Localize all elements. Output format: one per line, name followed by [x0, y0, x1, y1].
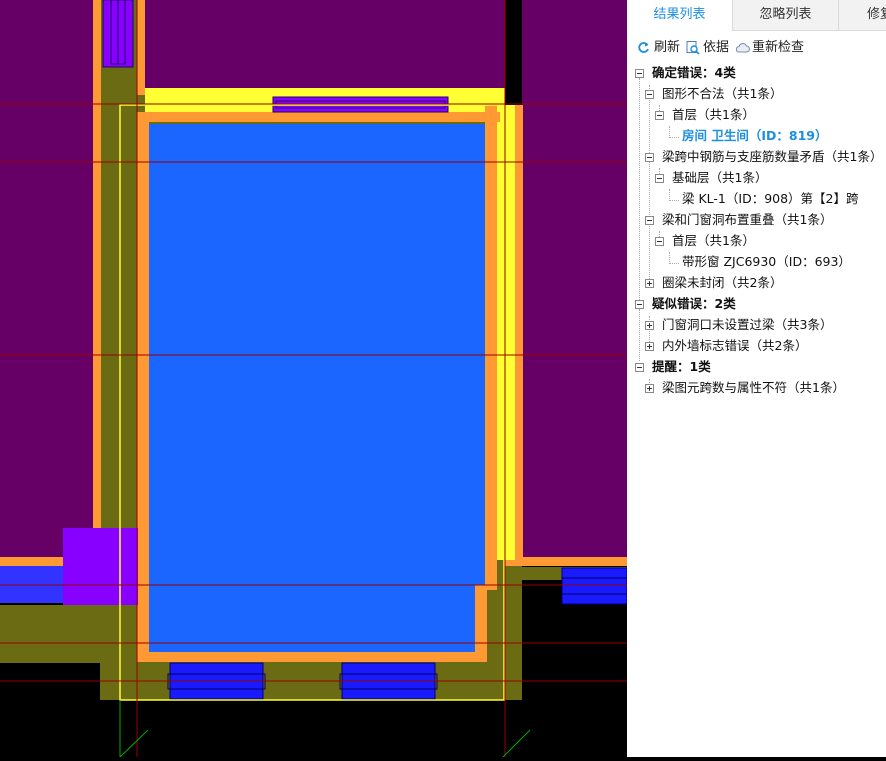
- refresh-icon: [638, 42, 649, 53]
- tree-node-c1[interactable]: 图形不合法（共1条）: [662, 86, 783, 101]
- collapse-toggle-reminder[interactable]: [635, 363, 644, 372]
- tree-node-c1-floor[interactable]: 首层（共1条）: [672, 107, 755, 122]
- collapse-toggle-c2[interactable]: [645, 153, 654, 162]
- wall-region-top: [137, 0, 505, 88]
- collapse-toggle-suspected[interactable]: [635, 300, 644, 309]
- tab-results[interactable]: 结果列表: [627, 0, 733, 31]
- expand-toggle-s1[interactable]: [645, 321, 654, 330]
- recheck-button[interactable]: 重新检查: [735, 38, 815, 58]
- tree-node-r1[interactable]: 梁图元跨数与属性不符（共1条）: [662, 380, 845, 395]
- collapse-toggle-c1[interactable]: [645, 90, 654, 99]
- refresh-label: 刷新: [654, 40, 681, 55]
- basis-label: 依据: [703, 40, 730, 55]
- tab-ignored[interactable]: 忽略列表: [733, 0, 839, 30]
- collapse-toggle-c2-floor[interactable]: [655, 174, 664, 183]
- cloud-icon: [735, 43, 750, 53]
- cad-canvas[interactable]: [0, 0, 628, 758]
- toolbar: 刷新 依据 重新检查: [627, 38, 886, 58]
- tree-node-s1[interactable]: 门窗洞口未设置过梁（共3条）: [662, 317, 833, 332]
- selection-outline: [119, 104, 505, 701]
- tab-bar: 结果列表 忽略列表 修复: [627, 0, 886, 31]
- expand-toggle-c4[interactable]: [645, 279, 654, 288]
- basis-button[interactable]: 依据: [686, 38, 731, 58]
- tree-node-c3[interactable]: 梁和门窗洞布置重叠（共1条）: [662, 212, 833, 227]
- tab-repair[interactable]: 修复: [839, 0, 886, 30]
- floor-plan-drawing: [0, 0, 628, 758]
- tree-node-s2[interactable]: 内外墙标志错误（共2条）: [662, 338, 808, 353]
- tree-node-confirmed[interactable]: 确定错误：4类: [652, 65, 736, 80]
- tree-node-c2-item[interactable]: 梁 KL-1（ID：908）第【2】跨: [682, 191, 859, 206]
- document-search-icon: [686, 41, 700, 55]
- expand-toggle-r1[interactable]: [645, 384, 654, 393]
- collapse-toggle-c1-floor[interactable]: [655, 111, 664, 120]
- tree-node-c3-floor[interactable]: 首层（共1条）: [672, 233, 755, 248]
- tree-node-c1-item[interactable]: 房间 卫生间（ID：819）: [682, 128, 828, 143]
- column: [63, 528, 138, 605]
- tree-node-c4[interactable]: 圈梁未封闭（共2条）: [662, 275, 783, 290]
- result-tree: 确定错误：4类 图形不合法（共1条） 首层（共1条） 房间 卫生间（ID：819…: [627, 0, 886, 757]
- tree-node-suspected[interactable]: 疑似错误：2类: [652, 296, 736, 311]
- tree-node-c2[interactable]: 梁跨中钢筋与支座筋数量矛盾（共1条）: [662, 149, 883, 164]
- collapse-toggle-confirmed[interactable]: [635, 69, 644, 78]
- collapse-toggle-c3[interactable]: [645, 216, 654, 225]
- wall-region-right: [522, 0, 627, 557]
- tree-node-c3-item[interactable]: 带形窗 ZJC6930（ID：693）: [682, 254, 851, 269]
- expand-toggle-s2[interactable]: [645, 342, 654, 351]
- result-panel: 结果列表 忽略列表 修复 刷新 依据 重新检查: [627, 0, 886, 757]
- collapse-toggle-c3-floor[interactable]: [655, 237, 664, 246]
- recheck-label: 重新检查: [752, 40, 805, 55]
- refresh-button[interactable]: 刷新: [637, 38, 682, 58]
- tree-node-c2-floor[interactable]: 基础层（共1条）: [672, 170, 768, 185]
- tree-node-reminder[interactable]: 提醒：1类: [652, 359, 711, 374]
- wall-region-left: [0, 0, 100, 557]
